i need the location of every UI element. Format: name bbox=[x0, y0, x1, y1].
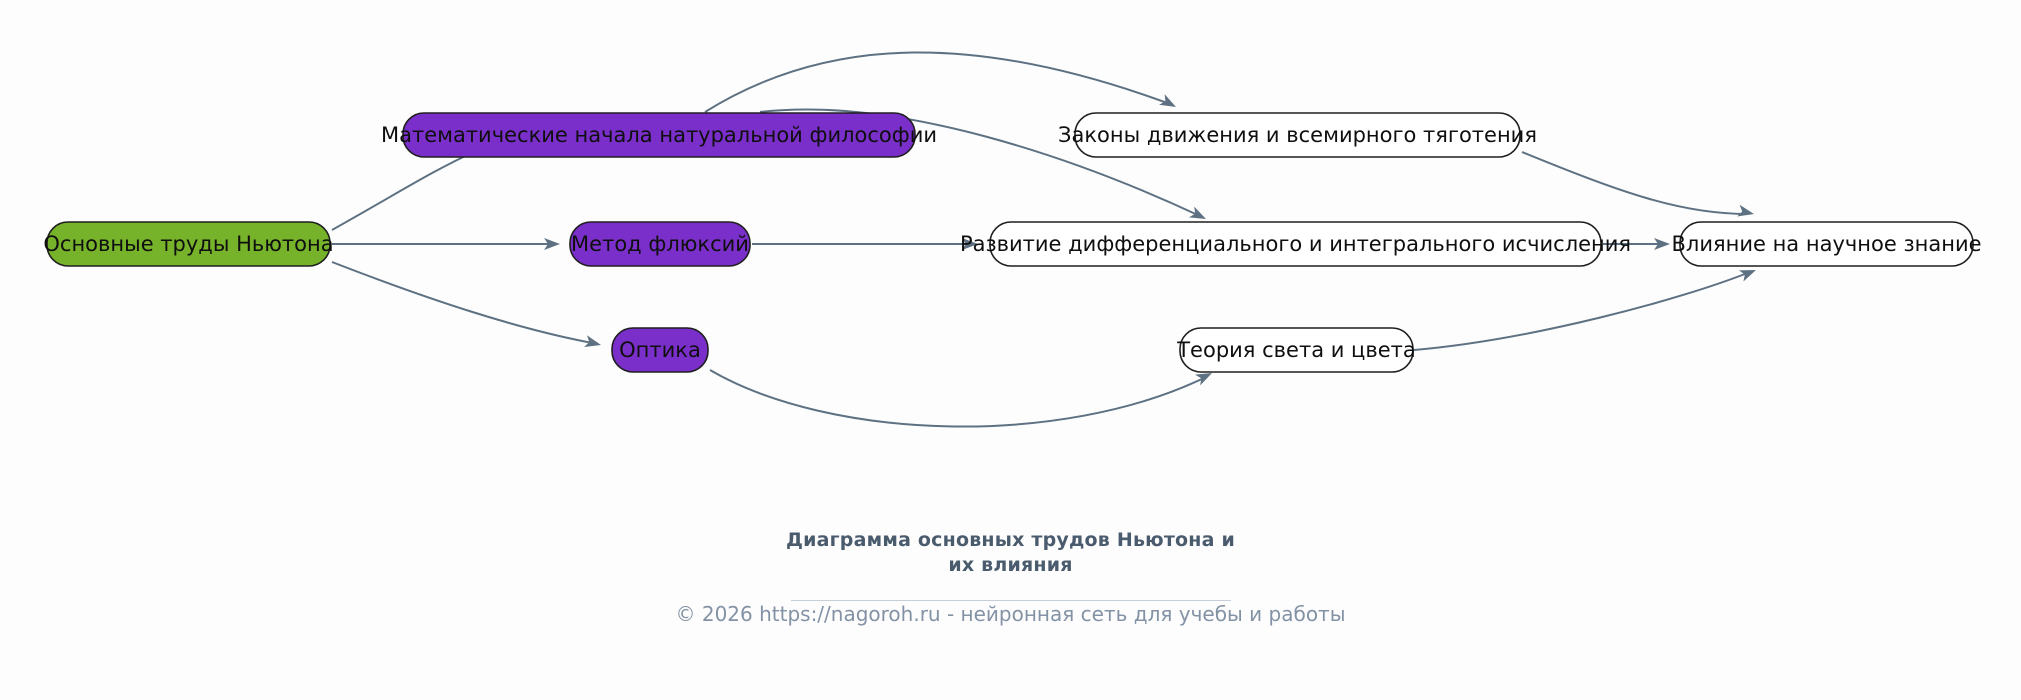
node-laws[interactable]: Законы движения и всемирного тяготения bbox=[1058, 112, 1537, 158]
edge-fluxions-to-calculus bbox=[752, 238, 978, 250]
node-label: Развитие дифференциального и интегрально… bbox=[960, 232, 1631, 256]
arrowhead-icon bbox=[1654, 238, 1670, 250]
node-label: Теория света и цвета bbox=[1176, 338, 1416, 362]
edge-line bbox=[331, 261, 599, 345]
edge-line bbox=[1413, 271, 1751, 351]
node-label: Метод флюксий bbox=[571, 232, 749, 256]
edge-line bbox=[709, 369, 1207, 428]
node-principia[interactable]: Математические начала натуральной филосо… bbox=[381, 112, 937, 158]
node-calculus[interactable]: Развитие дифференциального и интегрально… bbox=[960, 221, 1631, 267]
node-influence[interactable]: Влияние на научное знание bbox=[1671, 221, 1982, 267]
node-layer: Основные труды Ньютона Математические нач… bbox=[43, 112, 1982, 373]
node-shape bbox=[989, 221, 1602, 267]
arrowhead-icon bbox=[1738, 270, 1756, 282]
edge-layer bbox=[331, 51, 1756, 428]
node-shape bbox=[46, 221, 331, 267]
arrowhead-icon bbox=[544, 238, 560, 250]
arrowhead-icon bbox=[1188, 206, 1206, 219]
edge-principia-to-laws bbox=[704, 51, 1176, 113]
node-shape bbox=[1179, 327, 1414, 373]
diagram-caption: Диаграмма основных трудов Ньютона и их в… bbox=[786, 529, 1235, 577]
node-shape bbox=[569, 221, 751, 267]
edge-laws-to-influence bbox=[1521, 151, 1754, 217]
edge-calculus-to-influence bbox=[1603, 238, 1670, 250]
edge-line bbox=[331, 149, 479, 231]
node-lightcolor[interactable]: Теория света и цвета bbox=[1176, 327, 1416, 373]
edge-line bbox=[704, 51, 1171, 113]
arrowhead-icon bbox=[962, 238, 978, 250]
edge-line bbox=[1521, 151, 1749, 215]
edge-optics-to-lightcolor bbox=[709, 369, 1212, 428]
node-label: Основные труды Ньютона bbox=[43, 232, 333, 256]
caption-block: Диаграмма основных трудов Ньютона и их в… bbox=[0, 528, 2021, 602]
node-label: Оптика bbox=[619, 338, 701, 362]
node-fluxions[interactable]: Метод флюксий bbox=[569, 221, 751, 267]
node-label: Влияние на научное знание bbox=[1671, 232, 1981, 256]
arrowhead-icon bbox=[584, 335, 601, 347]
edge-lightcolor-to-influence bbox=[1413, 270, 1756, 351]
node-shape bbox=[402, 112, 916, 158]
node-label: Законы движения и всемирного тяготения bbox=[1058, 123, 1537, 147]
edge-root-to-optics bbox=[331, 261, 601, 347]
node-root[interactable]: Основные труды Ньютона bbox=[43, 221, 334, 267]
node-shape bbox=[611, 327, 709, 373]
arrowhead-icon bbox=[1194, 373, 1212, 386]
arrowhead-icon bbox=[1737, 204, 1754, 217]
edge-principia-to-calculus bbox=[759, 108, 1206, 219]
node-shape bbox=[1074, 112, 1521, 158]
footer-credit: © 2026 https://nagoroh.ru - нейронная се… bbox=[675, 602, 1346, 626]
caption-divider bbox=[790, 600, 1231, 602]
edge-root-to-fluxions bbox=[332, 238, 560, 250]
edge-line bbox=[759, 108, 1201, 217]
arrowhead-icon bbox=[1159, 94, 1176, 107]
node-optics[interactable]: Оптика bbox=[611, 327, 709, 373]
node-shape bbox=[1679, 221, 1974, 267]
node-label: Математические начала натуральной филосо… bbox=[381, 123, 937, 147]
